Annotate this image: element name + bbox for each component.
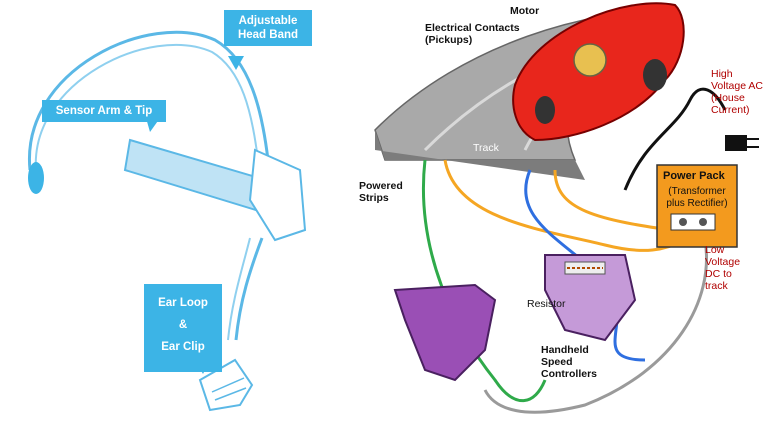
ear-loop-cable bbox=[234, 237, 264, 341]
controller-front bbox=[393, 283, 497, 382]
power-pack-title: Power Pack bbox=[663, 170, 725, 182]
plug bbox=[725, 135, 747, 151]
contacts-label: Electrical Contacts (Pickups) bbox=[425, 22, 520, 46]
power-cord bbox=[623, 87, 727, 191]
ear-clip bbox=[198, 358, 254, 412]
motor bbox=[573, 43, 607, 77]
high-voltage-label: High Voltage AC (House Current) bbox=[711, 68, 763, 116]
ear-pad bbox=[28, 162, 44, 194]
head-band-label: Adjustable Head Band bbox=[237, 15, 299, 41]
track-label: Track bbox=[473, 142, 499, 154]
sensor-arm-callout: Sensor Arm & Tip bbox=[42, 100, 166, 122]
orange-wire-2 bbox=[553, 169, 686, 234]
controllers-label: Handheld Speed Controllers bbox=[541, 344, 598, 380]
green-wire bbox=[421, 159, 547, 403]
head-band-callout: Adjustable Head Band bbox=[224, 10, 312, 46]
ampersand-label: & bbox=[178, 319, 188, 331]
resistor-label: Resistor bbox=[527, 298, 566, 310]
gray-wire bbox=[483, 239, 708, 414]
power-pack bbox=[656, 164, 738, 248]
ear-clip-label: Ear Clip bbox=[161, 341, 205, 353]
power-pack-subtitle: (Transformer plus Rectifier) bbox=[666, 186, 728, 209]
slot-car-illustration bbox=[374, 2, 759, 414]
headset-illustration bbox=[28, 30, 307, 412]
headset-body bbox=[248, 148, 307, 242]
slot-car-diagram: Motor Electrical Contacts (Pickups) Trac… bbox=[345, 0, 773, 428]
motor-label: Motor bbox=[510, 5, 540, 17]
powered-strips-label: Powered Strips bbox=[359, 180, 403, 204]
controller-back bbox=[544, 254, 637, 342]
ear-loop-label: Ear Loop bbox=[158, 297, 208, 309]
sensor-arm-label: Sensor Arm & Tip bbox=[55, 105, 153, 117]
ear-loop-callout: Ear Loop & Ear Clip bbox=[144, 284, 222, 372]
headset-diagram: Adjustable Head Band Sensor Arm & Tip Ea… bbox=[0, 0, 345, 428]
orange-wire bbox=[443, 159, 686, 252]
low-voltage-label: Low Voltage DC to track bbox=[705, 244, 741, 292]
